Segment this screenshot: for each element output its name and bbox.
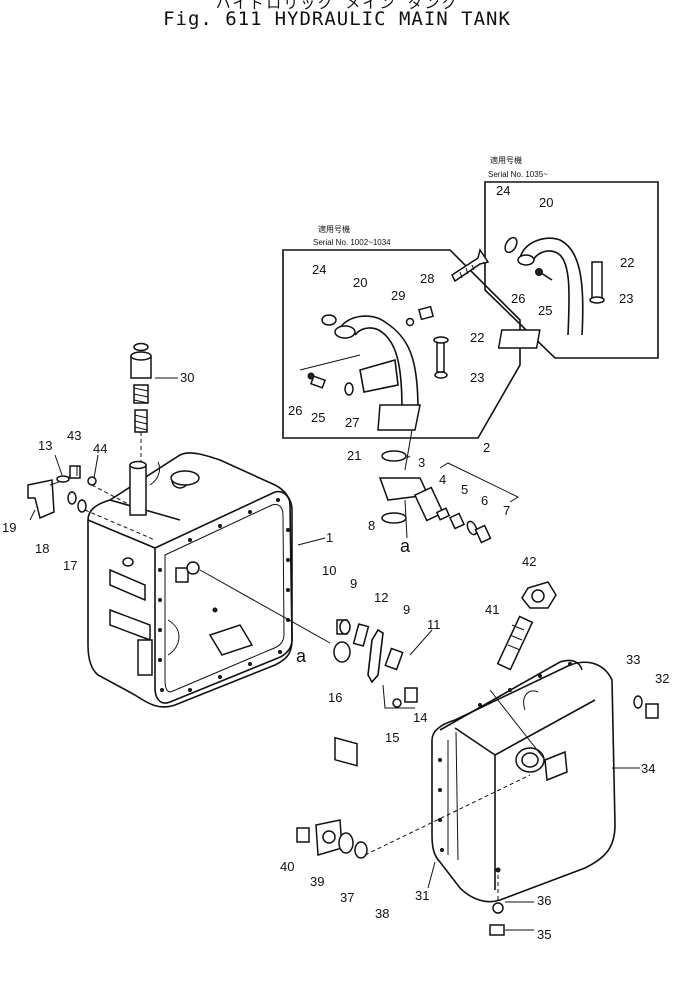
part-label-24b: 24 <box>496 183 510 198</box>
part-label-18: 18 <box>35 541 49 556</box>
inset-early-jp: 適用号機 <box>318 224 350 234</box>
part-label-24a: 24 <box>312 262 326 277</box>
sub-tank-body <box>431 581 659 936</box>
figure-name: HYDRAULIC MAIN TANK <box>274 8 511 30</box>
part-label-31: 31 <box>415 888 429 903</box>
part-label-25b: 25 <box>538 303 552 318</box>
valve-assembly <box>378 450 520 544</box>
part-label-43: 43 <box>67 428 81 443</box>
part-label-12: 12 <box>374 590 388 605</box>
part-label-4: 4 <box>439 472 446 487</box>
japanese-title: ハイドロリック メイン タンク <box>215 0 459 12</box>
part-label-28: 28 <box>420 271 434 286</box>
part-label-20a: 20 <box>353 275 367 290</box>
part-label-13: 13 <box>38 438 52 453</box>
part-label-9b: 9 <box>403 602 410 617</box>
part-label-6: 6 <box>481 493 488 508</box>
part-label-33: 33 <box>626 652 640 667</box>
left-side-fittings <box>27 465 156 541</box>
sub-tank-flange-bolts <box>438 662 572 852</box>
part-label-15: 15 <box>385 730 399 745</box>
inset-late-jp: 適用号機 <box>490 155 522 165</box>
part-label-37: 37 <box>340 890 354 905</box>
early-elbow-pipe <box>299 305 449 471</box>
part-label-22a: 22 <box>470 330 484 345</box>
late-elbow-pipe <box>497 236 605 349</box>
part-label-3: 3 <box>418 455 425 470</box>
part-label-26b: 26 <box>511 291 525 306</box>
part-label-2: 2 <box>483 440 490 455</box>
cover-plate-parts <box>296 774 531 859</box>
part-label-35: 35 <box>537 927 551 942</box>
inset-serial-1035: 適用号機 Serial No. 1035~ <box>484 155 659 359</box>
inset-arrow <box>451 248 490 283</box>
part-label-1: 1 <box>326 530 333 545</box>
part-label-19: 19 <box>2 520 16 535</box>
reference-mark-a-lower: a <box>296 646 307 666</box>
part-label-9a: 9 <box>350 576 357 591</box>
figure-number: Fig. 611 <box>163 8 263 30</box>
part-label-32: 32 <box>655 671 669 686</box>
inset-late-serial: Serial No. 1035~ <box>488 170 548 179</box>
part-label-44: 44 <box>93 441 107 456</box>
part-label-39: 39 <box>310 874 324 889</box>
part-label-11: 11 <box>427 617 441 632</box>
part-label-23b: 23 <box>619 291 633 306</box>
part-label-34: 34 <box>641 761 655 776</box>
inset-early-serial: Serial No. 1002~1034 <box>313 238 391 247</box>
part-label-17: 17 <box>63 558 77 573</box>
figure-title: Fig. 611 HYDRAULIC MAIN TANK <box>0 8 674 30</box>
reference-mark-a-upper: a <box>400 536 411 556</box>
leader-lines <box>29 377 640 931</box>
part-label-21: 21 <box>347 448 361 463</box>
part-label-23a: 23 <box>470 370 484 385</box>
part-label-5: 5 <box>461 482 468 497</box>
part-label-42: 42 <box>522 554 536 569</box>
part-label-29: 29 <box>391 288 405 303</box>
breather-assembly <box>130 342 152 462</box>
hydraulic-main-tank-body <box>87 452 293 708</box>
part-label-27: 27 <box>345 415 359 430</box>
part-label-20b: 20 <box>539 195 553 210</box>
part-label-8: 8 <box>368 518 375 533</box>
part-label-38: 38 <box>375 906 389 921</box>
part-label-26a: 26 <box>288 403 302 418</box>
part-label-16: 16 <box>328 690 342 705</box>
part-label-40: 40 <box>280 859 294 874</box>
part-label-14: 14 <box>413 710 427 725</box>
inset-serial-1002-1034: 適用号機 Serial No. 1002~1034 <box>282 224 521 439</box>
part-number-labels: 1 2 3 4 5 6 7 8 9 9 10 11 12 13 14 15 16… <box>2 183 669 942</box>
part-label-7: 7 <box>503 503 510 518</box>
part-label-22b: 22 <box>620 255 634 270</box>
part-label-25a: 25 <box>311 410 325 425</box>
part-label-10: 10 <box>322 563 336 578</box>
part-label-30: 30 <box>180 370 194 385</box>
part-label-41: 41 <box>485 602 499 617</box>
center-fittings <box>199 569 433 767</box>
part-label-36: 36 <box>537 893 551 908</box>
